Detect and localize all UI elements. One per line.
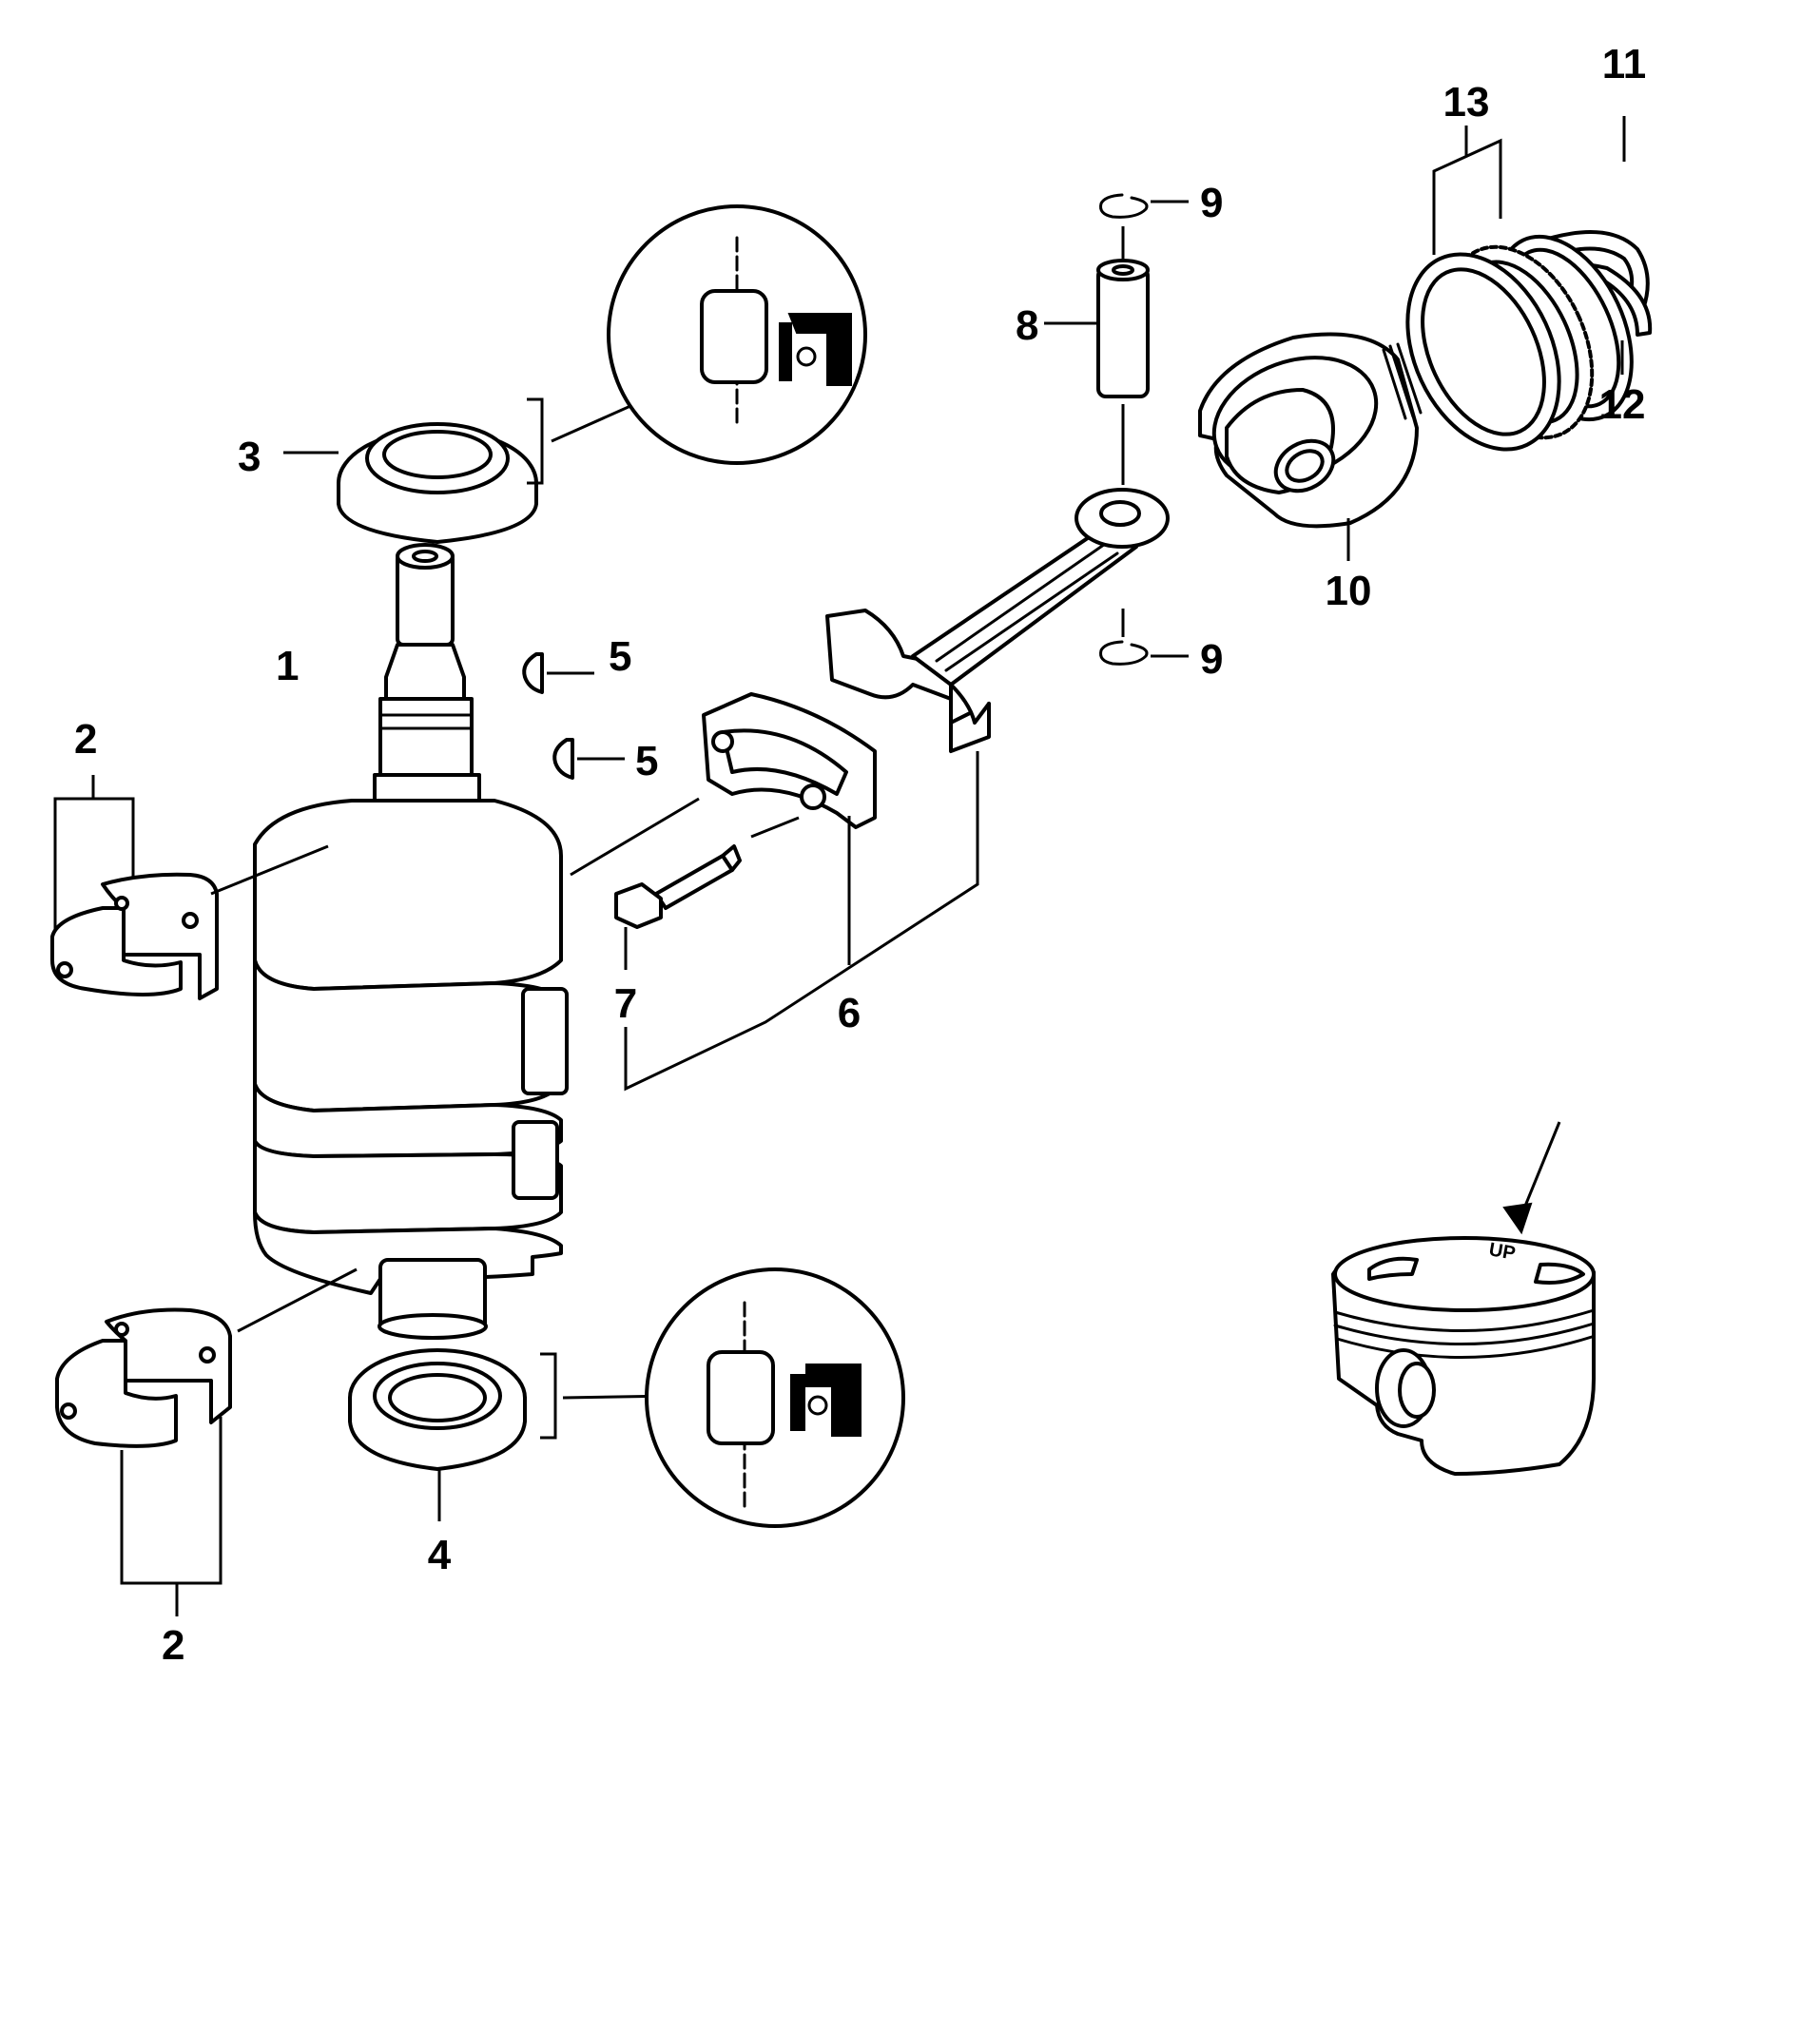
- label-2-upper: 2: [74, 716, 97, 763]
- label-11: 11: [1602, 41, 1647, 87]
- rod-cap: [570, 692, 877, 965]
- seal-detail-upper: [607, 204, 867, 465]
- label-5-upper: 5: [609, 633, 631, 680]
- piston-up-mark: UP: [1487, 1239, 1517, 1264]
- oil-seal-lower: [348, 1348, 676, 1521]
- label-5-lower: 5: [635, 738, 658, 784]
- label-6: 6: [838, 990, 861, 1036]
- woodruff-key-lower: [552, 738, 625, 780]
- label-12: 12: [1599, 381, 1646, 428]
- piston-pin-clip-upper: [1099, 193, 1189, 219]
- label-10: 10: [1326, 568, 1372, 614]
- piston-orientation-detail: UP: [1331, 1121, 1596, 1476]
- label-8: 8: [1016, 302, 1038, 349]
- connecting-rod: [825, 488, 1170, 753]
- label-1: 1: [276, 643, 299, 689]
- label-3: 3: [238, 434, 261, 480]
- oil-seal-upper: [283, 393, 657, 544]
- crankshaft: [253, 543, 569, 1340]
- label-7: 7: [614, 980, 637, 1027]
- piston-pin-clip-lower: [1099, 609, 1189, 666]
- label-2-lower: 2: [162, 1622, 184, 1669]
- seal-detail-lower: [645, 1267, 905, 1528]
- woodruff-key-upper: [522, 652, 594, 694]
- piston: [1198, 332, 1423, 561]
- piston-rings: [1405, 116, 1653, 452]
- label-9-lower: 9: [1200, 636, 1223, 683]
- label-4: 4: [428, 1532, 452, 1578]
- callout-labels: 1 2 2 3 4 5 5 6 7 8 9 9 10 11 12 13: [74, 41, 1646, 1669]
- piston-pin: [1044, 226, 1150, 485]
- main-bearing-lower: [55, 1267, 358, 1616]
- label-9-upper: 9: [1200, 180, 1223, 226]
- main-bearing-upper: [50, 775, 329, 1000]
- rod-bolt: [614, 751, 979, 1092]
- label-13: 13: [1443, 79, 1490, 126]
